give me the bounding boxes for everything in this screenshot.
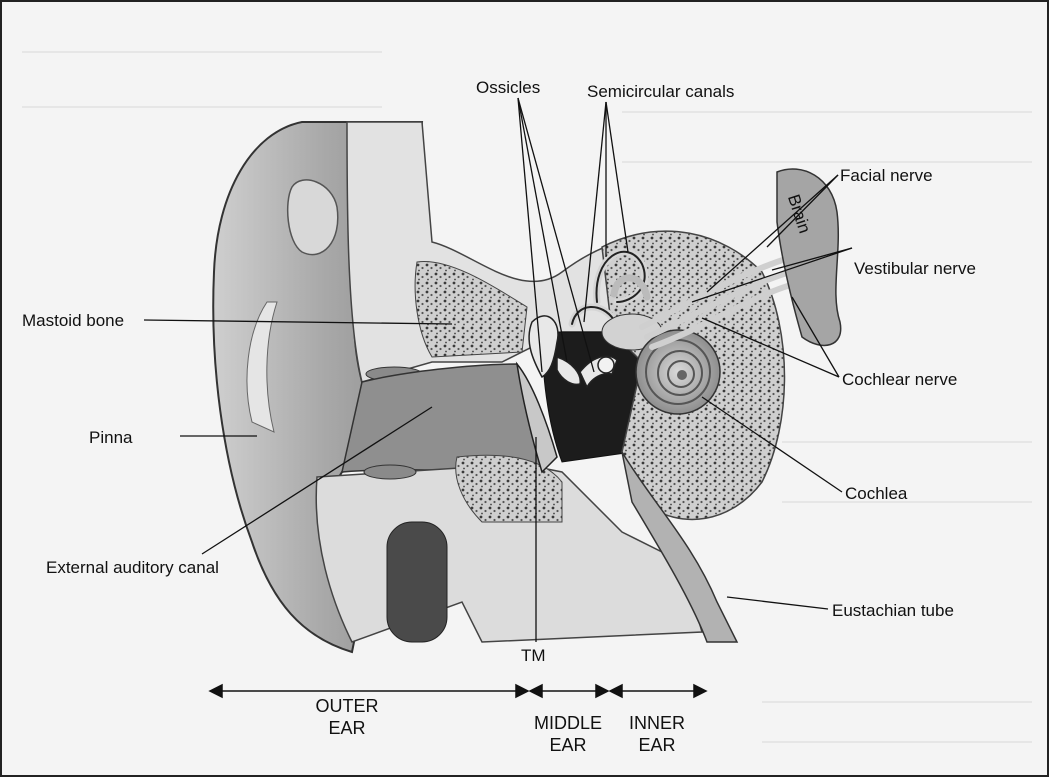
ossicles-label: Ossicles (476, 79, 540, 96)
cochlea-label: Cochlea (845, 485, 907, 502)
external-auditory-canal-label: External auditory canal (46, 559, 219, 576)
facial-nerve-label: Facial nerve (840, 167, 933, 184)
mastoid-bone-label: Mastoid bone (22, 312, 124, 329)
lower-vessel (364, 465, 416, 479)
inner-ear-section: INNER EAR (602, 712, 712, 756)
brain-shape (777, 169, 841, 345)
semicircular-canals-label: Semicircular canals (587, 83, 734, 100)
vestibular-nerve-label: Vestibular nerve (854, 260, 976, 277)
pinna-label: Pinna (89, 429, 132, 446)
inner-ear-line-2: EAR (602, 734, 712, 756)
ear-canal (342, 364, 542, 472)
outer-ear-section: OUTER EAR (292, 695, 402, 739)
tm-label: TM (521, 647, 546, 664)
section-arrows (210, 685, 706, 697)
eustachian-tube-label: Eustachian tube (832, 602, 954, 619)
cochlear-nerve-label: Cochlear nerve (842, 371, 957, 388)
outer-ear-line-2: EAR (292, 717, 402, 739)
mastoid-cells (415, 262, 527, 357)
outer-ear-line-1: OUTER (292, 695, 402, 717)
inner-ear-line-1: INNER (602, 712, 712, 734)
jaw-block (387, 522, 447, 642)
